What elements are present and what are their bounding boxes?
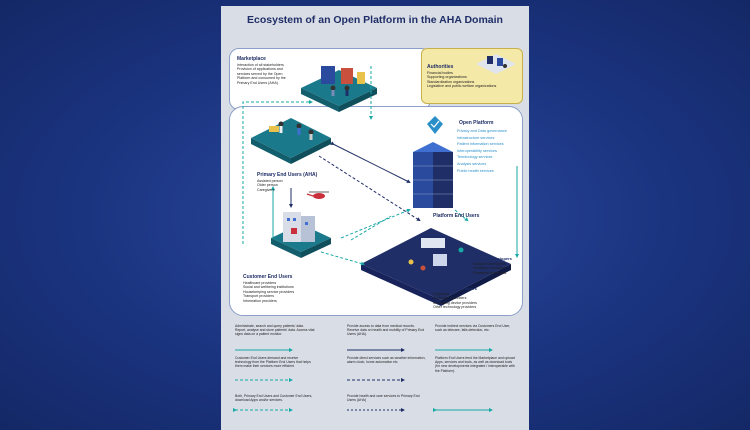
legend-item-2: Provide access to data from medical reco… [347, 324, 425, 337]
customer-end-users-illustration [271, 212, 331, 258]
legend-item-1: Administrate, search and query patients'… [235, 324, 315, 337]
legend-item-6: Platform End Users feed the Marketplace … [435, 356, 515, 373]
open-platform-services: Privacy and Data governance Infrastructu… [457, 129, 507, 173]
poster-title: Ecosystem of an Open Platform in the AHA… [247, 14, 503, 26]
platform-end-users-illustration [361, 228, 511, 306]
open-platform-server-stack [413, 116, 453, 208]
platform-developers-list: Software developers Hardware developers … [473, 262, 508, 275]
legend-item-7: Both, Primary End Users and Customer End… [235, 394, 313, 403]
ecosystem-illustration [233, 54, 519, 412]
authorities-illustration [476, 54, 516, 74]
primary-end-users-illustration [251, 118, 331, 164]
flow-arrows [242, 66, 519, 266]
authorities-heading: Authorities [427, 64, 454, 70]
platform-end-users-heading: Platform End Users [433, 213, 480, 219]
marketplace-description: Interaction of all stakeholders Provisio… [237, 63, 286, 85]
primary-end-users-list: Assisted person Older person Caregivers [257, 179, 283, 192]
helicopter-icon [306, 191, 329, 199]
primary-end-users-heading: Primary End Users (AHA) [257, 172, 318, 178]
authorities-list: Financial bodies Supporting organization… [427, 71, 497, 89]
platform-developers-heading: Platform Developers [473, 256, 512, 261]
third-party-developers-list: Deployers Application providers Monitori… [433, 292, 477, 310]
third-party-developers-heading: Third Party Developers [433, 286, 477, 291]
legend-item-3: Provide indirect services via Customers … [435, 324, 511, 333]
marketplace-illustration [301, 66, 377, 112]
legend-item-5: Provide direct services such as weather … [347, 356, 426, 365]
authorities-panel [421, 48, 523, 104]
customer-end-users-list: Healthcare providers Social and wellbein… [243, 281, 295, 303]
customer-end-users-heading: Customer End Users [243, 274, 293, 280]
marketplace-heading: Marketplace [237, 56, 266, 62]
legend-item-4: Customer End Users demand and receive te… [235, 356, 311, 369]
legend-item-8: Provide health and care services to Prim… [347, 394, 420, 403]
ecosystem-poster: Ecosystem of an Open Platform in the AHA… [221, 6, 529, 430]
legend-arrows [233, 348, 493, 412]
open-platform-heading: Open Platform [459, 120, 494, 126]
